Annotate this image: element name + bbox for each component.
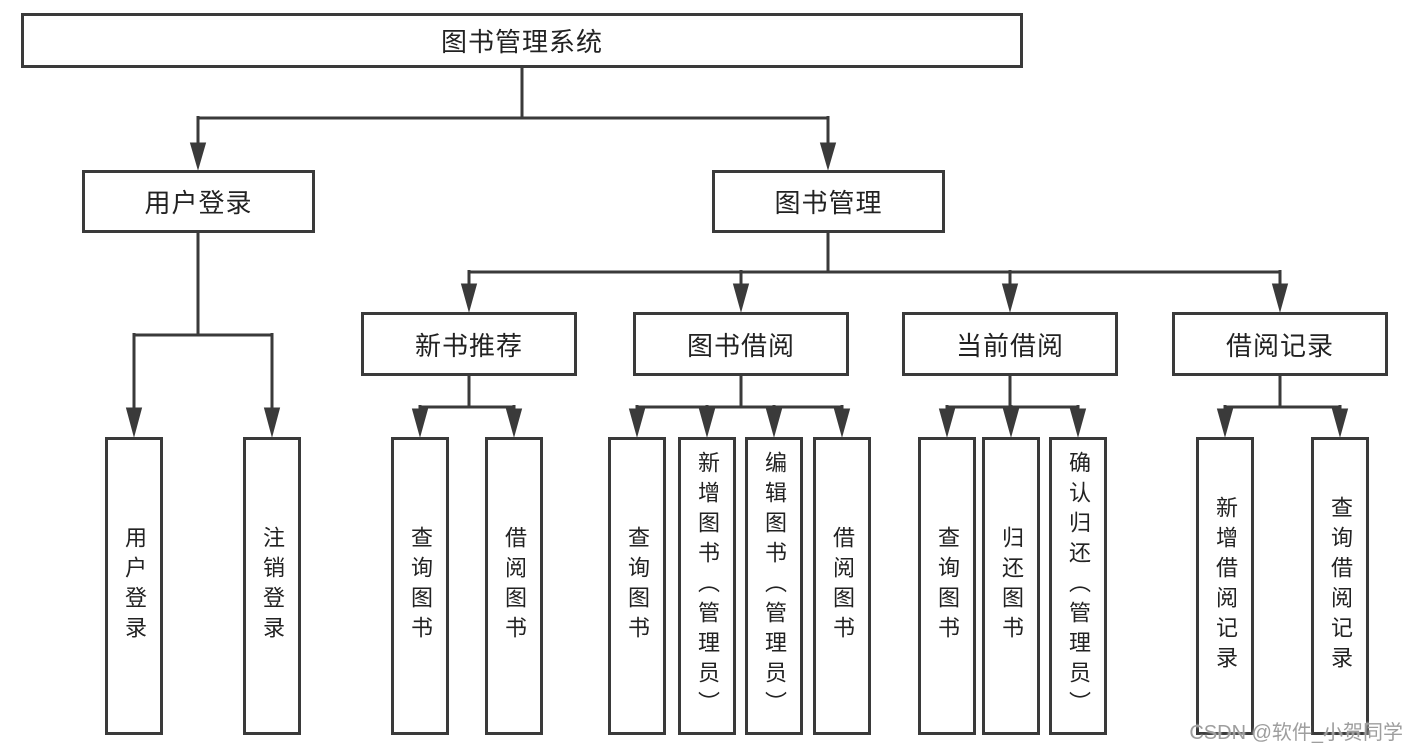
leaf-edit-books-admin: 编辑图书（管理员） xyxy=(745,437,803,735)
csdn-watermark: CSDN @软件_小贺同学 xyxy=(1189,722,1403,744)
connector-borrow-records-to-leaves xyxy=(1216,376,1349,438)
node-user-login: 用户登录 xyxy=(82,170,315,233)
leaf-add-borrow-record: 新增借阅记录 xyxy=(1196,437,1254,735)
connector-current-borrow-to-leaves xyxy=(938,376,1087,438)
node-book-borrow: 图书借阅 xyxy=(633,312,849,376)
leaf-user-login: 用户登录 xyxy=(105,437,163,735)
node-book-management: 图书管理 xyxy=(712,170,945,233)
leaf-return-books: 归还图书 xyxy=(982,437,1040,735)
node-borrow-records: 借阅记录 xyxy=(1172,312,1388,376)
leaf-query-books-current: 查询图书 xyxy=(918,437,976,735)
connector-book-borrow-to-leaves xyxy=(628,376,851,438)
leaf-query-books-recommend: 查询图书 xyxy=(391,437,449,735)
connector-user-login-to-leaves xyxy=(125,233,281,438)
connector-new-books-to-leaves xyxy=(411,376,523,438)
leaf-borrow-books: 借阅图书 xyxy=(813,437,871,735)
leaf-query-borrow-record: 查询借阅记录 xyxy=(1311,437,1369,735)
leaf-query-books-borrow: 查询图书 xyxy=(608,437,666,735)
connector-book-mgmt-to-level3 xyxy=(460,233,1289,313)
leaf-confirm-return-admin: 确认归还（管理员） xyxy=(1049,437,1107,735)
connector-root-to-level2 xyxy=(189,68,837,171)
node-new-book-recommend: 新书推荐 xyxy=(361,312,577,376)
node-current-borrow: 当前借阅 xyxy=(902,312,1118,376)
node-root-system: 图书管理系统 xyxy=(21,13,1023,68)
leaf-logout: 注销登录 xyxy=(243,437,301,735)
leaf-borrow-books-recommend: 借阅图书 xyxy=(485,437,543,735)
leaf-add-books-admin: 新增图书（管理员） xyxy=(678,437,736,735)
